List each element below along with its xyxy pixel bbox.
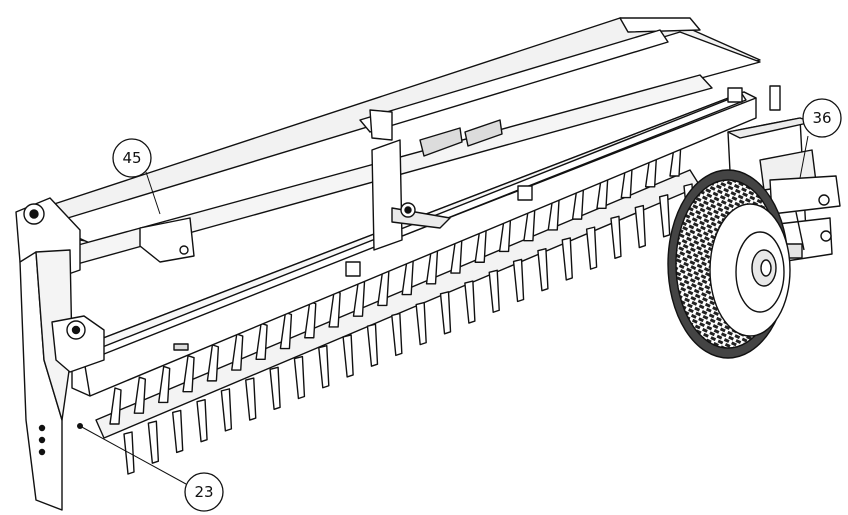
- spike-tine: [269, 366, 281, 411]
- callout-45-label: 45: [122, 149, 141, 167]
- spike-tine: [304, 301, 317, 339]
- callout-36: 36: [799, 98, 842, 179]
- spike-tine: [109, 387, 122, 425]
- spike-tine: [279, 311, 293, 350]
- spike-tine: [196, 398, 208, 443]
- spike-tine: [561, 237, 573, 281]
- spike-tine: [512, 258, 525, 303]
- spike-tine: [328, 290, 341, 328]
- spike-tine: [391, 312, 403, 357]
- callout-23-label: 23: [194, 483, 213, 501]
- spike-tine: [488, 269, 500, 313]
- callout-36-label: 36: [812, 109, 831, 127]
- left-end-plate: [15, 197, 195, 511]
- spike-tine: [206, 344, 220, 382]
- spike-tine: [182, 354, 195, 393]
- spike-tine: [171, 409, 184, 454]
- spike-tine: [585, 226, 598, 270]
- spike-tine: [318, 345, 330, 389]
- callout-45: 45: [112, 138, 161, 215]
- spike-tine: [634, 204, 647, 249]
- spike-tine: [220, 388, 233, 432]
- transport-wheel: [667, 169, 791, 359]
- spike-tine: [464, 280, 476, 324]
- spike-tine: [366, 323, 379, 367]
- spike-tine: [293, 355, 306, 400]
- spike-tine: [255, 322, 268, 361]
- center-bracket: [371, 139, 451, 251]
- spike-tine: [133, 376, 147, 414]
- spike-tine: [147, 420, 160, 464]
- spike-tine: [245, 377, 257, 421]
- spike-tine: [157, 365, 171, 404]
- spike-tine: [415, 301, 427, 346]
- callout-23: 23: [77, 423, 224, 512]
- spike-tine: [439, 291, 452, 335]
- spike-tine: [610, 215, 622, 260]
- spike-tine: [537, 247, 549, 292]
- spike-tine: [231, 333, 244, 371]
- spike-tine: [342, 334, 354, 378]
- hitch-assembly: [727, 85, 841, 263]
- spike-tine: [658, 194, 671, 238]
